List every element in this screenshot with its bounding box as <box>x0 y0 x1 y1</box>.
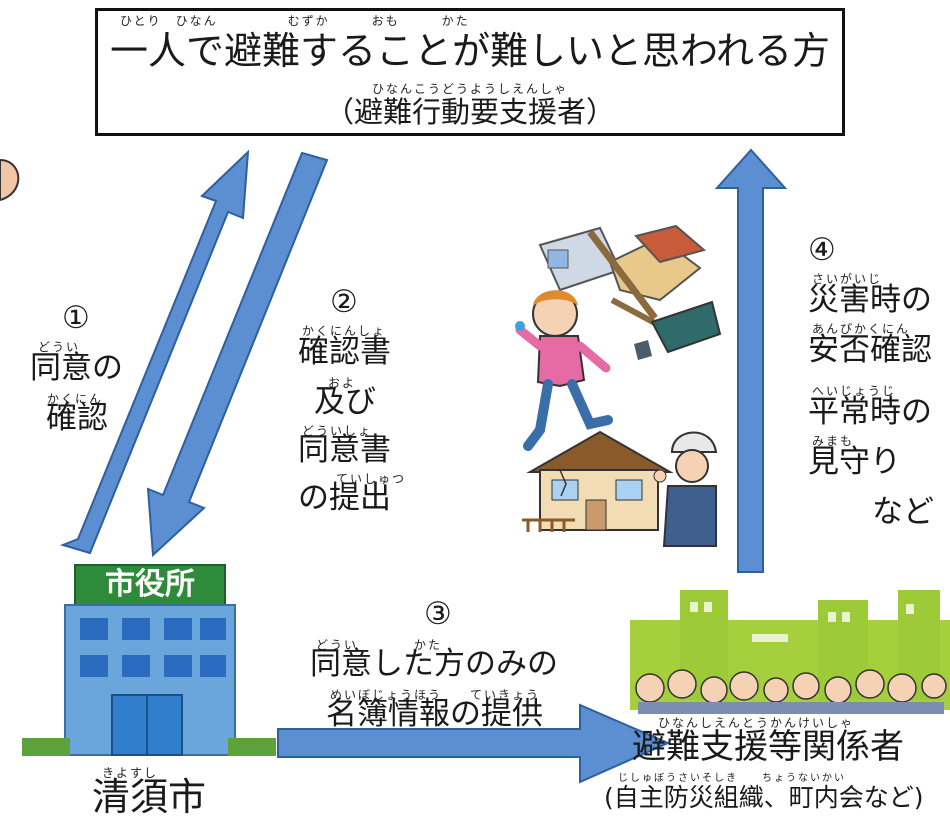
support-note-furigana: じしゅぼうさいそしき ちょうないかい <box>618 773 846 784</box>
disaster-illustration <box>515 224 722 451</box>
step4-line3: 平常時の <box>808 394 932 430</box>
step2-line3: 同意書 <box>298 432 391 468</box>
arrow-safety-watch <box>714 148 788 573</box>
step1-line1: 同意の <box>30 350 123 386</box>
step4-number: ④ <box>808 232 836 268</box>
support-note: (自主防災組織、町内会など) <box>604 783 924 812</box>
step4-furigana-3: へいじょうじ <box>812 384 897 398</box>
step2-furigana-3: どういしょ <box>302 424 373 438</box>
step2-line4: の提出 <box>298 480 391 516</box>
step1-number: ① <box>62 300 90 336</box>
step1-furigana-2: かくにん <box>47 392 104 406</box>
step2-line2: 及び <box>314 384 376 420</box>
step1-furigana-1: どうい <box>38 340 81 354</box>
step2-number: ② <box>330 284 358 320</box>
subtitle-furigana: ひなんこうどうようしえんしゃ <box>371 82 568 96</box>
step2-furigana-4: ていしゅつ <box>336 472 407 486</box>
subtitle: （避難行動要支援者） <box>324 95 615 129</box>
step4-furigana-2: あんぴかくにん <box>812 322 911 336</box>
step1-line2: 確認 <box>46 400 108 436</box>
step4-line1: 災害時の <box>808 282 932 318</box>
step2-line1: 確認書 <box>298 334 391 370</box>
step2-furigana-1: かくにんしょ <box>302 324 387 338</box>
support-furigana: ひなんしえんとうかんけいしゃ <box>658 716 855 730</box>
arrow-document-submission <box>146 151 329 558</box>
step4-line4: 見守り <box>808 444 901 480</box>
support-label: 避難支援等関係者 <box>632 727 904 767</box>
city-furigana: きよすし <box>102 766 159 780</box>
step4-furigana-4: みまも <box>812 434 855 448</box>
arrow-consent-confirmation <box>59 149 250 555</box>
step4-line5: など <box>872 494 934 530</box>
title-main: 一人で避難することが難しいと思われる方 <box>109 29 831 73</box>
city-hall-illustration <box>22 564 276 756</box>
step2-furigana-2: およ <box>328 376 357 390</box>
step3-furigana-2: めいぼじょうほう ていきょう <box>330 688 541 702</box>
step3-line1: 同意した方のみの <box>310 646 558 682</box>
support-group-illustration <box>630 590 950 714</box>
step4-furigana-1: さいがいじ <box>812 272 883 286</box>
city-hall-sign: 市役所 <box>105 567 195 602</box>
step3-line2: 名簿情報の提供 <box>326 696 543 732</box>
city-label: 清須市 <box>92 775 207 819</box>
step3-furigana-1: どうい かた <box>316 638 443 652</box>
title-furigana: ひとり ひなん むずか おも かた <box>120 14 470 28</box>
arrow-list-provision <box>277 703 671 784</box>
hand-illustration <box>0 158 20 202</box>
step4-line2: 安否確認 <box>808 332 932 368</box>
title-box <box>95 8 845 136</box>
house-inspection-illustration <box>522 430 718 547</box>
step3-number: ③ <box>424 596 452 632</box>
